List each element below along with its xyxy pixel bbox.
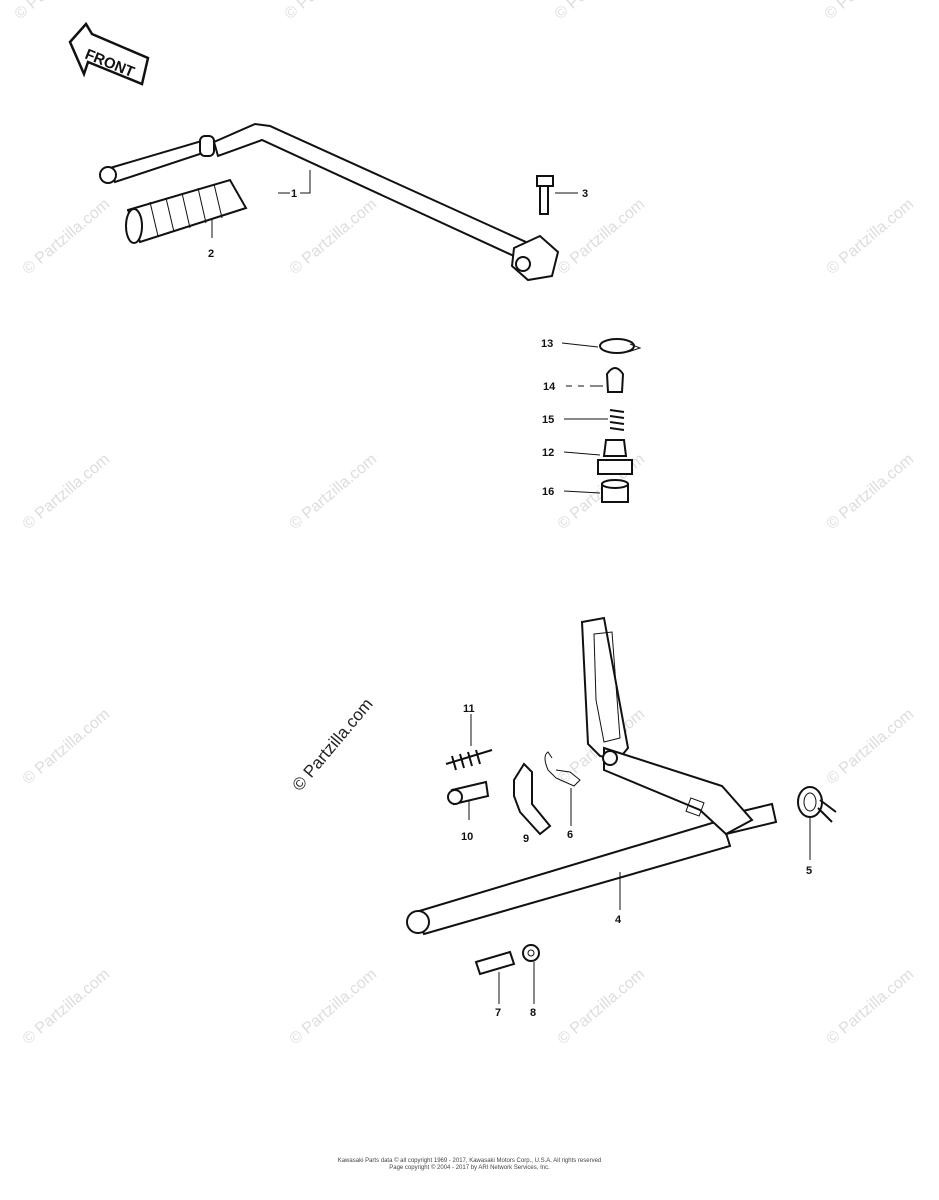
watermark: © Partzilla.com	[20, 451, 114, 533]
pin-14	[605, 367, 625, 393]
callout-2: 2	[208, 248, 214, 260]
nut-16	[601, 479, 629, 503]
washer-13	[599, 338, 642, 354]
watermark: © Partzilla.com	[824, 196, 918, 278]
copyright-footer: Kawasaki Parts data © all copyright 1969…	[0, 1158, 939, 1172]
clip-6	[544, 751, 581, 787]
watermark: © Partzilla.com	[20, 196, 114, 278]
front-arrow-icon: FRONT	[68, 21, 150, 86]
pin-bolt-10	[447, 780, 490, 806]
bolt-12	[597, 439, 633, 475]
leader-lines	[211, 170, 811, 1004]
callout-4: 4	[615, 914, 622, 926]
watermark: © Partzilla.com	[20, 966, 114, 1048]
callout-11: 11	[463, 703, 475, 715]
callout-14: 14	[543, 381, 556, 393]
callout-6: 6	[567, 829, 573, 841]
callout-5: 5	[806, 865, 812, 877]
footer-line-2: Page copyright © 2004 - 2017 by ARI Netw…	[389, 1165, 550, 1171]
callout-13: 13	[541, 338, 553, 350]
watermark: © Partzilla.com	[12, 0, 106, 23]
stud-7	[474, 950, 516, 976]
callout-7: 7	[495, 1007, 501, 1019]
callout-1: 1	[291, 188, 297, 200]
plate-9	[513, 762, 552, 836]
callout-10: 10	[461, 831, 473, 843]
watermark: © Partzilla.com	[555, 196, 649, 278]
watermark: © Partzilla.com	[287, 966, 381, 1048]
callout-labels: 1 2 3 13 14 15 12 16 11 10 9 6 4 5 7 8	[208, 188, 812, 1019]
callout-12: 12	[542, 447, 554, 459]
watermark: © Partzilla.com	[822, 0, 916, 23]
spring-11	[445, 749, 493, 771]
callout-16: 16	[542, 486, 554, 498]
callout-15: 15	[542, 414, 554, 426]
shift-pedal	[99, 122, 560, 282]
watermark: © Partzilla.com	[824, 451, 918, 533]
nut-8	[522, 944, 540, 962]
watermark: © Partzilla.com	[282, 0, 376, 23]
callout-3: 3	[582, 188, 588, 200]
pedal-bolt	[536, 175, 554, 215]
callout-9: 9	[523, 833, 529, 845]
watermark: © Partzilla.com	[287, 451, 381, 533]
spring-15	[609, 409, 625, 431]
watermark: © Partzilla.com	[555, 966, 649, 1048]
watermark: © Partzilla.com	[824, 706, 918, 788]
pedal-rubber	[125, 178, 248, 244]
shift-shaft-assembly	[406, 616, 778, 936]
watermark: © Partzilla.com	[552, 0, 646, 23]
watermark: © Partzilla.com	[287, 196, 381, 278]
watermark: © Partzilla.com	[20, 706, 114, 788]
footer-line-1: Kawasaki Parts data © all copyright 1969…	[337, 1158, 602, 1164]
callout-8: 8	[530, 1007, 536, 1019]
watermark: © Partzilla.com	[824, 966, 918, 1048]
center-watermark: © Partzilla.com	[289, 695, 377, 795]
torsion-spring-5	[797, 786, 837, 823]
